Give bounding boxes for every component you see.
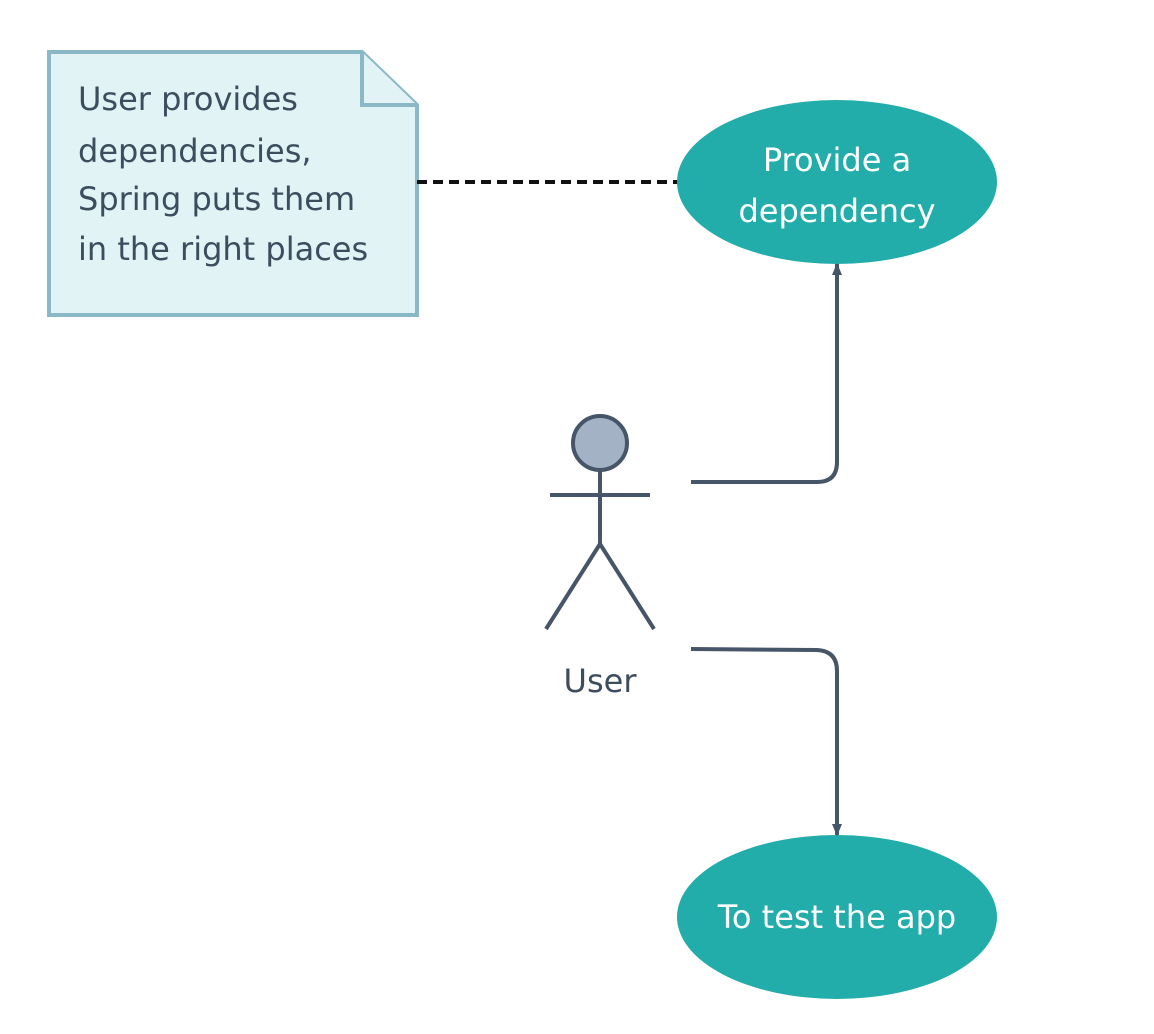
actor-label: User — [564, 662, 638, 700]
use-case-line-2: dependency — [738, 192, 935, 230]
actor-head-icon — [571, 414, 629, 472]
note-body — [47, 50, 419, 317]
association-arrow-to-test-app — [690, 647, 842, 836]
note: User provides dependencies, Spring puts … — [47, 50, 419, 317]
use-case-line-1: Provide a — [763, 141, 911, 179]
use-case-ellipse — [677, 835, 997, 999]
actor-right-leg — [598, 542, 656, 631]
note-line-4: in the right places — [78, 230, 368, 268]
use-case-ellipse — [677, 100, 997, 264]
use-case-line-1: To test the app — [717, 898, 956, 936]
note-fold — [360, 52, 417, 107]
note-line-2: dependencies, — [78, 132, 312, 170]
note-line-1: User provides — [78, 80, 298, 118]
actor-left-leg — [544, 542, 602, 631]
note-line-3: Spring puts them — [78, 180, 355, 218]
actor-user: User — [544, 414, 656, 700]
use-case-test-app: To test the app — [677, 835, 997, 999]
association-arrow-to-provide-dependency — [691, 263, 842, 484]
use-case-provide-dependency: Provide a dependency — [677, 100, 997, 264]
